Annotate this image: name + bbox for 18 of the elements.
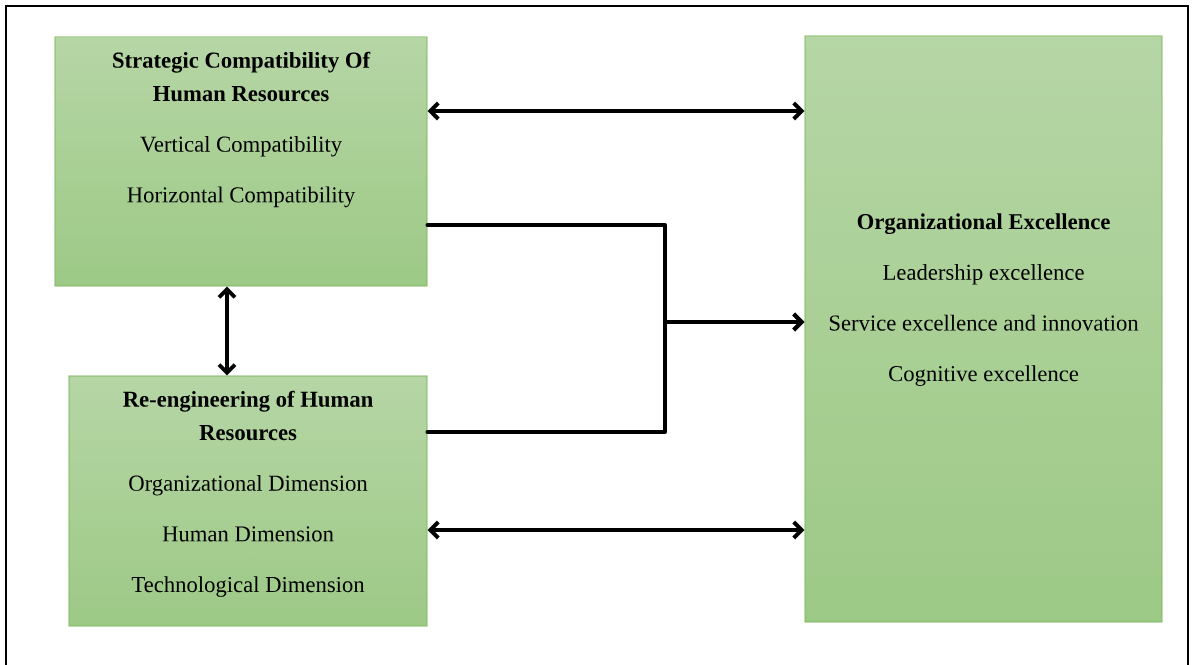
box-text: Human Dimension	[162, 526, 334, 542]
box-text: Vertical Compatibility	[140, 135, 342, 157]
concept-box	[68, 375, 428, 627]
box-text: Service excellence and innovation	[829, 314, 1139, 331]
box-text: Technological Dimension	[131, 576, 365, 597]
box-text: Horizontal Compatibility	[127, 186, 356, 208]
box-text: Organizational Dimension	[129, 474, 368, 496]
box-text: Cognitive excellence	[889, 365, 1079, 386]
box-heading: Strategic Compatibility Of Human Resources	[113, 51, 371, 102]
arrow	[425, 312, 805, 434]
concept-box	[54, 36, 428, 287]
box-text: Leadership excellence	[883, 264, 1084, 285]
arrow	[217, 286, 237, 376]
arrow	[427, 101, 805, 121]
arrow	[427, 520, 805, 540]
concept-box	[804, 35, 1163, 623]
box-heading: Re-engineering of Human Resources	[123, 390, 373, 441]
box-heading: Organizational Excellence	[857, 213, 1110, 235]
